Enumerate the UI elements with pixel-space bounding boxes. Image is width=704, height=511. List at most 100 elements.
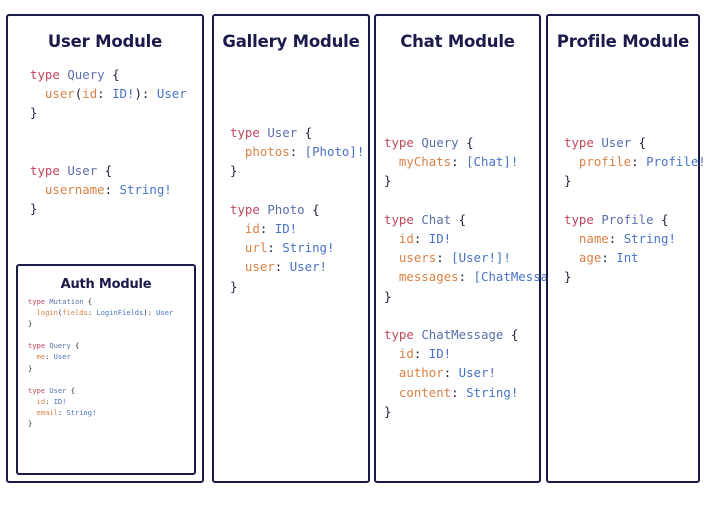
code-token: url [244,240,268,256]
code-token [28,308,37,317]
code-block-auth-module: type Mutation { login(fields: LoginField… [28,296,194,429]
panel-title-profile-module: Profile Module [556,32,690,51]
code-token: id [82,86,98,102]
code-token: : [601,250,617,266]
code-token: { [458,135,474,150]
code-line: login(fields: LoginFields): User [28,307,194,318]
code-line: user: User! [230,257,368,276]
code-token: user [244,259,275,275]
code-token: { [297,125,313,140]
code-token: ID! [274,221,298,237]
panel-auth-module[interactable]: Auth Module type Mutation { login(fields… [16,264,196,475]
code-token: String! [119,182,172,198]
code-token: : [259,221,275,237]
code-token: String! [66,407,97,417]
code-line: photos: [Photo]! [230,142,368,161]
code-token: ( [57,308,63,318]
code-token: } [564,269,572,285]
code-token: User [601,135,632,150]
code-token: type [30,67,68,82]
code-token: : [443,365,459,381]
code-line: type Query { [28,340,194,351]
panel-profile-module[interactable]: Profile Module type User { profile: Prof… [546,14,704,483]
code-line: } [28,418,194,429]
code-token: } [564,173,572,189]
code-token: username [44,182,105,198]
code-token: type [28,297,50,306]
code-token: ( [74,86,83,102]
code-token [230,240,245,255]
code-token: Query [421,135,459,150]
code-token: Query [49,341,71,351]
code-token [384,365,399,380]
code-token: myChats [398,154,452,170]
code-token: profile [578,154,632,170]
code-token: type [384,211,422,227]
code-token: fields [62,308,88,318]
code-token: name [578,231,609,247]
code-token: } [384,173,392,189]
code-token: : [267,240,283,256]
code-token: : [274,259,290,275]
code-token: { [104,67,120,82]
code-token: : [289,144,305,160]
code-token: User [267,125,298,140]
code-line: myChats: [Chat]! [384,152,539,171]
code-token: User [156,308,174,318]
code-token: { [653,211,669,227]
code-token: String! [466,384,519,400]
code-token: type [230,201,268,217]
code-token: ID! [112,86,135,102]
code-token: id [36,396,46,406]
code-line: id: ID! [230,219,368,238]
code-line: } [30,103,202,122]
code-token: author [398,365,444,381]
code-token: } [230,278,238,294]
panel-user-module[interactable]: User Module type Query { user(id: ID!): … [6,14,204,483]
code-block-gallery-module: type User { photos: [Photo]!} type Photo… [230,123,368,296]
code-token: type [564,135,602,150]
code-line: id: ID! [28,396,194,407]
code-token: { [66,385,75,395]
code-token: Chat [421,211,452,227]
code-token: } [384,403,392,419]
code-line: type ChatMessage { [384,325,539,344]
code-token [30,182,45,197]
code-token: { [451,211,467,227]
code-block-profile-module: type User { profile: Profile!} type Prof… [564,133,704,287]
code-token [384,231,399,246]
code-token: } [30,201,38,217]
panel-gallery-module[interactable]: Gallery Module type User { photos: [Phot… [212,14,370,483]
code-token: : [87,308,97,318]
code-line: type User { [230,123,368,142]
code-token: String! [623,231,676,247]
code-line: content: String! [384,383,539,402]
code-token [384,346,399,361]
code-token: { [97,163,113,179]
code-token: } [28,319,33,329]
code-line: type Query { [384,133,539,152]
code-token: age [578,250,602,266]
code-line: messages: [ChatMessage]! [384,267,578,286]
code-token: Mutation [49,297,84,306]
code-token: } [384,288,392,304]
code-line: } [28,318,194,329]
code-token: [Chat] [466,154,511,170]
code-line: type User { [564,133,698,152]
code-line [230,181,368,200]
code-line: } [564,267,698,286]
code-line: } [384,402,539,421]
code-line: email: String! [28,407,194,418]
code-token: type [384,327,422,343]
panel-chat-module[interactable]: Chat Module type Query { myChats: [Chat]… [374,14,578,483]
code-line [30,123,202,142]
code-token [30,86,45,101]
code-token: LoginFields [96,308,144,318]
code-token: Int [616,250,639,266]
code-token [230,259,245,274]
panel-title-user-module: User Module [47,32,163,51]
code-line [28,374,194,385]
code-line: user(id: ID!): User [30,84,202,103]
code-line: profile: Profile! [564,152,704,171]
